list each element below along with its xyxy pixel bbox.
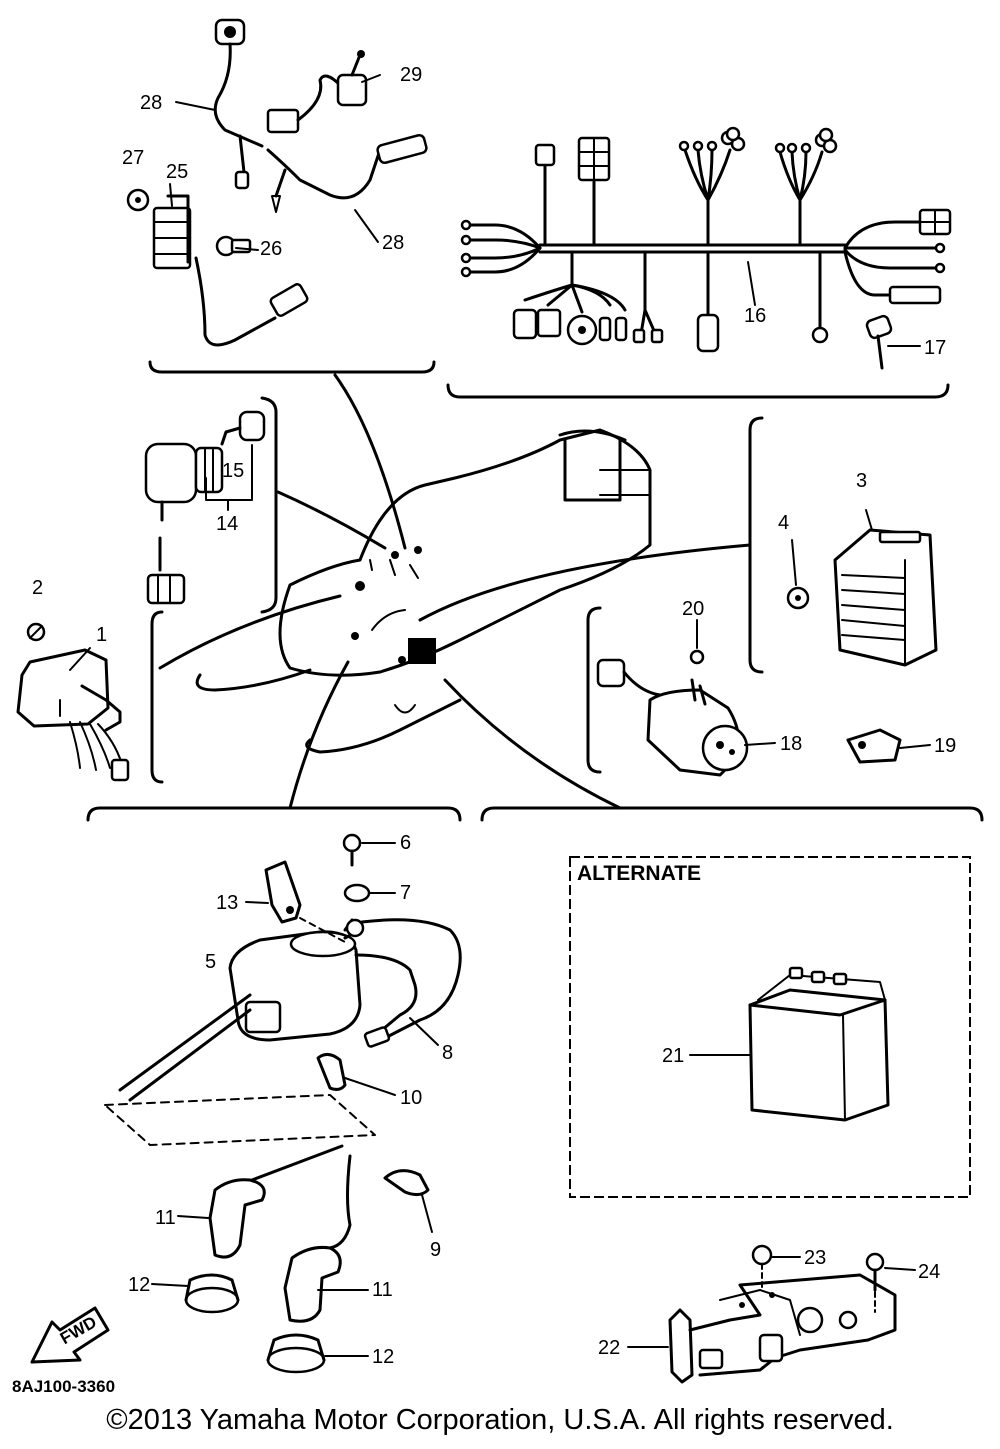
regulator-location-block <box>408 638 436 664</box>
plug-boot-12b <box>266 1333 369 1374</box>
bolt-6 <box>342 833 396 867</box>
callout-7: 7 <box>400 882 411 904</box>
callout-2: 2 <box>32 577 43 599</box>
wire-harness-16 <box>460 126 952 353</box>
washer-20 <box>689 619 705 665</box>
connector-block-25 <box>152 194 192 270</box>
part-code: 8AJ100-3360 <box>12 1377 115 1396</box>
callout-22: 22 <box>598 1337 620 1359</box>
callout-9: 9 <box>430 1239 441 1261</box>
ignition-coil-5 <box>118 918 418 1102</box>
clamp-10 <box>316 1053 396 1096</box>
starter-relay-18 <box>596 658 776 777</box>
battery-bracket-22 <box>627 1273 897 1384</box>
callout-18: 18 <box>780 733 802 755</box>
callout-10: 10 <box>400 1087 422 1109</box>
callout-16: 16 <box>744 305 766 327</box>
callout-leaders <box>69 74 381 671</box>
sub-lead-upper <box>213 18 264 190</box>
switch-assembly <box>266 50 368 134</box>
callout-19: 19 <box>934 735 956 757</box>
front-direction-arrow: FWD <box>30 1306 110 1364</box>
callout-24: 24 <box>918 1261 940 1283</box>
callout-8: 8 <box>442 1042 453 1064</box>
nut-27 <box>126 188 150 212</box>
voltage-regulator-3 <box>833 509 938 667</box>
key-17 <box>865 314 921 370</box>
spark-plug-cap-11a <box>177 1144 344 1259</box>
bolt-26 <box>215 235 252 257</box>
battery-21 <box>689 966 890 1122</box>
callout-3: 3 <box>856 470 867 492</box>
callout-11b: 11 <box>372 1279 393 1301</box>
copyright-notice: ©2013 Yamaha Motor Corporation, U.S.A. A… <box>106 1404 894 1436</box>
wire-8 <box>360 918 462 1048</box>
bolt-24 <box>865 1252 916 1313</box>
callout-28b: 28 <box>382 232 404 254</box>
callout-25: 25 <box>166 161 188 183</box>
callout-12a: 12 <box>128 1274 150 1296</box>
nut-4 <box>786 539 810 610</box>
callout-1: 1 <box>96 624 107 646</box>
alternate-box: ALTERNATE <box>569 856 971 1198</box>
callout-13: 13 <box>216 892 238 914</box>
callout-17: 17 <box>924 337 946 359</box>
main-switch-14 <box>144 410 266 605</box>
callout-15: 15 <box>222 460 244 482</box>
callout-6: 6 <box>400 832 411 854</box>
nut-23 <box>751 1244 801 1291</box>
snowmobile-silhouette <box>195 428 652 754</box>
ignitor-unit-1 <box>16 622 130 782</box>
callout-11a: 11 <box>155 1207 176 1229</box>
callout-27: 27 <box>122 147 144 169</box>
alternate-title: ALTERNATE <box>577 862 701 885</box>
callout-14: 14 <box>216 513 238 535</box>
spark-plug-cap-11b <box>283 1154 369 1323</box>
top-left-harness-parts <box>126 18 428 347</box>
callout-4: 4 <box>778 512 789 534</box>
callout-12b: 12 <box>372 1346 394 1368</box>
nut-7 <box>343 883 396 903</box>
clamp-9 <box>383 1169 433 1233</box>
callout-20: 20 <box>682 598 704 620</box>
callout-23: 23 <box>804 1247 826 1269</box>
callout-21: 21 <box>662 1045 684 1067</box>
sub-lead-lower <box>266 133 428 213</box>
callout-28a: 28 <box>140 92 162 114</box>
plug-boot-12a <box>151 1273 240 1314</box>
callout-5: 5 <box>205 951 216 973</box>
callout-26: 26 <box>260 238 282 260</box>
callout-labels: 1 2 3 4 5 6 7 8 9 10 11 11 12 12 13 14 1… <box>32 64 956 1368</box>
group-leaders <box>158 373 752 810</box>
clamp-19 <box>846 728 931 764</box>
bracket-13 <box>245 860 346 943</box>
callout-29: 29 <box>400 64 422 86</box>
